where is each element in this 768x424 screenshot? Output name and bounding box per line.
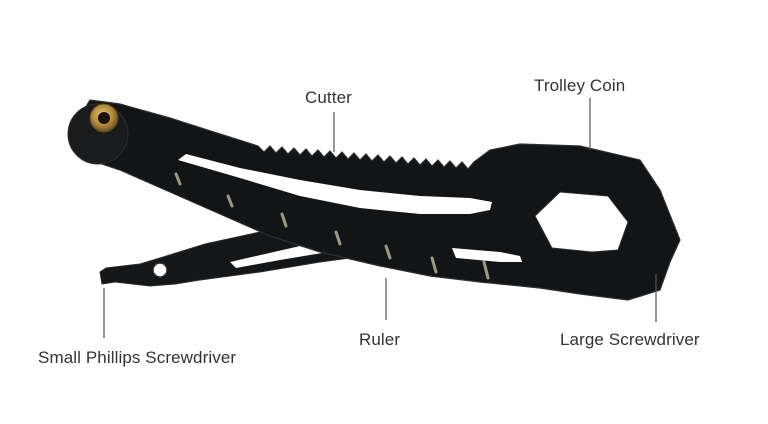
large-screwdriver-label: Large Screwdriver [560,330,700,349]
rivet-hole [98,112,110,124]
trolley-coin-label: Trolley Coin [534,76,626,95]
head-slot [452,248,522,262]
ruler-marks [174,172,490,280]
cutter-label: Cutter [305,88,352,107]
hex-cutout [534,191,629,253]
ruler-label: Ruler [359,330,401,349]
phillips-hole [152,262,168,278]
main-arm-slot [178,154,492,214]
small-phillips-label: Small Phillips Screwdriver [38,348,237,367]
